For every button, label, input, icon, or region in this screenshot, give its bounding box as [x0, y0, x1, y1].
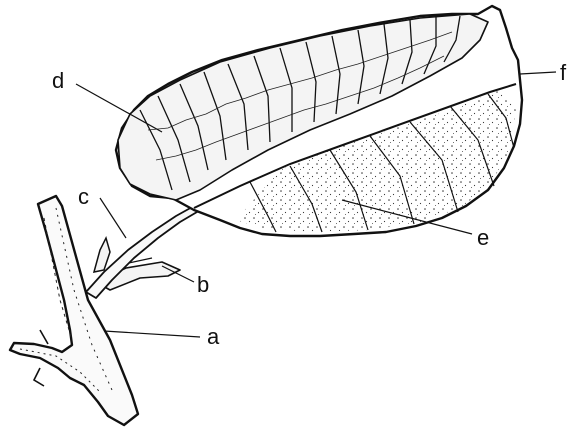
label-b: b — [197, 274, 209, 296]
twig — [10, 196, 138, 425]
leader-line-a — [104, 331, 200, 337]
leader-line-f — [520, 72, 556, 74]
label-c: c — [78, 186, 89, 208]
label-f: f — [560, 62, 566, 84]
label-e: e — [477, 227, 489, 249]
label-d: d — [52, 70, 64, 92]
leader-line-c — [100, 198, 126, 238]
label-a: a — [207, 326, 219, 348]
